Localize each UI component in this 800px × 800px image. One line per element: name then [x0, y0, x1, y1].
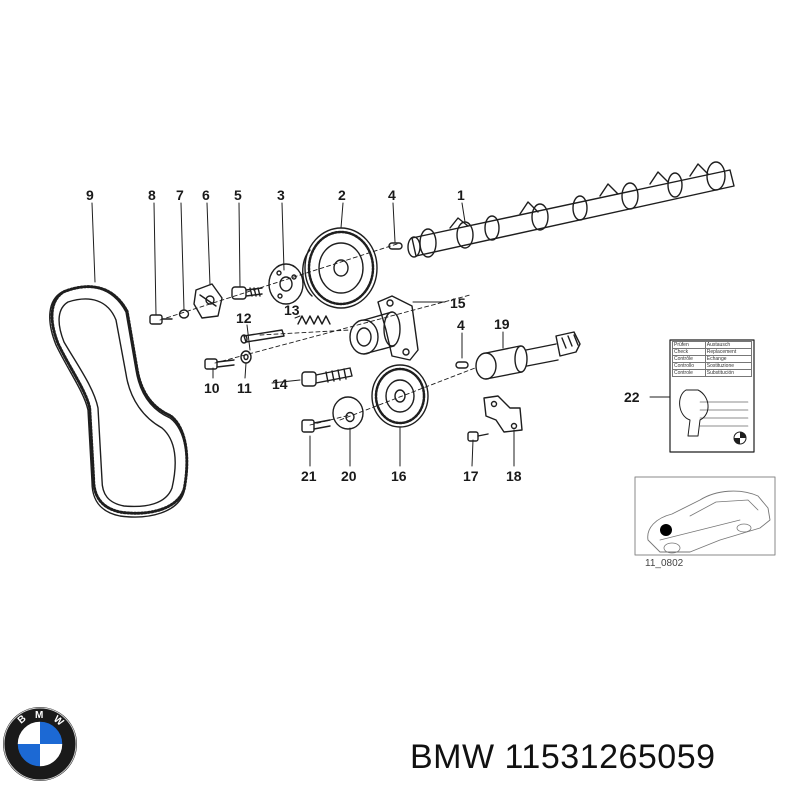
callout-7: 7 — [176, 187, 184, 203]
svg-text:M: M — [35, 710, 43, 721]
callout-21: 21 — [301, 468, 317, 484]
leader-lines — [91, 202, 671, 467]
engine-location-marker — [660, 524, 672, 536]
part-label: BMW 11531265059 — [410, 738, 716, 777]
bolt-item-8 — [149, 314, 173, 325]
brand-name: BMW — [410, 738, 495, 776]
sheet-cell: Controle — [672, 369, 706, 377]
sheet-cell: Substitución — [704, 369, 753, 377]
callout-2: 2 — [338, 187, 346, 203]
bolt-item-5 — [231, 286, 263, 300]
washer-item-7 — [178, 309, 190, 319]
sheet-cell: Contrôle — [672, 355, 706, 363]
callout-13: 13 — [284, 302, 300, 318]
bolt-item-17 — [467, 431, 489, 442]
sheet-cell: Prüfen — [672, 341, 706, 349]
instruction-sheet-item-22 — [669, 339, 755, 453]
callout-3: 3 — [277, 187, 285, 203]
callout-19: 19 — [494, 316, 510, 332]
callout-20: 20 — [341, 468, 357, 484]
dowel-pin-item-4a — [388, 242, 403, 250]
sheet-cell: Controllo — [672, 362, 706, 370]
bmw-logo: B M W — [3, 707, 77, 781]
hub-disc-item-3 — [268, 263, 304, 305]
sheet-cell: Check — [672, 348, 706, 356]
car-locator-thumbnail — [634, 476, 776, 556]
bolt-item-21 — [301, 419, 331, 433]
callout-18: 18 — [506, 468, 522, 484]
bolt-item-14 — [301, 367, 353, 387]
callout-4-lower: 4 — [457, 317, 465, 333]
tensioner-bracket-item-15 — [377, 295, 419, 361]
callout-22: 22 — [624, 389, 640, 405]
pin-item-12 — [240, 329, 285, 344]
callout-14: 14 — [272, 376, 288, 392]
dowel-pin-item-4b — [455, 361, 469, 369]
tensioner-pulley-item-16 — [371, 364, 429, 428]
washer-item-11 — [240, 350, 252, 364]
sheet-cell: Replacement — [704, 348, 753, 356]
callout-8: 8 — [148, 187, 156, 203]
callout-4-upper: 4 — [388, 187, 396, 203]
spring-item-13 — [297, 315, 331, 325]
camshaft-item-1 — [407, 161, 735, 258]
callout-10: 10 — [204, 380, 220, 396]
callout-12: 12 — [236, 310, 252, 326]
sheet-cell: Echange — [704, 355, 753, 363]
sheet-cell: Sostituzione — [704, 362, 753, 370]
callout-16: 16 — [391, 468, 407, 484]
camshaft-sprocket-item-2 — [302, 227, 378, 309]
sheet-cell: Austausch — [704, 341, 753, 349]
callout-5: 5 — [234, 187, 242, 203]
callout-1: 1 — [457, 187, 465, 203]
plate-item-18 — [483, 395, 523, 433]
callout-6: 6 — [202, 187, 210, 203]
tensioner-sleeve — [349, 311, 401, 355]
eccentric-disc-item-20 — [332, 396, 364, 430]
callout-17: 17 — [463, 468, 479, 484]
callout-11: 11 — [237, 380, 252, 396]
part-number: 11531265059 — [504, 738, 716, 776]
callout-9: 9 — [86, 187, 94, 203]
bolt-item-10 — [204, 358, 235, 370]
callout-15: 15 — [450, 295, 466, 311]
timing-belt — [49, 285, 189, 518]
figure-code: 11_0802 — [645, 558, 684, 569]
flange-item-6 — [193, 283, 223, 319]
intermediate-shaft-item-19 — [475, 331, 581, 380]
